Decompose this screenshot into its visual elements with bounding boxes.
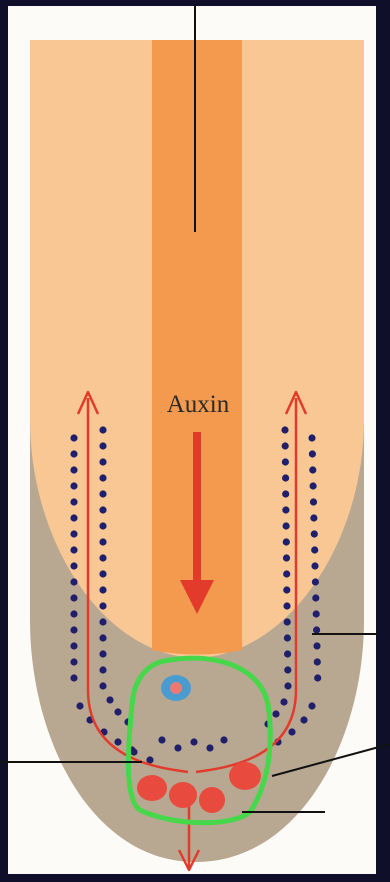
transporter-dot [314, 658, 321, 665]
transporter-dot [70, 482, 77, 489]
transporter-dot [70, 626, 77, 633]
transporter-dot [311, 530, 318, 537]
transporter-dot [130, 748, 137, 755]
transporter-dot [283, 522, 290, 529]
transporter-dot [282, 490, 289, 497]
transporter-dot [283, 586, 290, 593]
transporter-dot [174, 744, 181, 751]
transporter-dot [146, 756, 153, 763]
transporter-dot [311, 546, 318, 553]
transporter-dot [70, 594, 77, 601]
transporter-dot [70, 562, 77, 569]
transporter-dot [300, 716, 307, 723]
columella-cell [137, 775, 167, 801]
transporter-dot [99, 666, 106, 673]
transporter-dot [99, 570, 106, 577]
transporter-dot [281, 426, 288, 433]
transporter-dot [308, 702, 315, 709]
transporter-dot [70, 466, 77, 473]
transporter-dot [272, 710, 279, 717]
transporter-dot [70, 610, 77, 617]
transporter-dot [106, 696, 113, 703]
transporter-dot [313, 610, 320, 617]
transporter-dot [282, 442, 289, 449]
transporter-dot [114, 708, 121, 715]
transporter-dot [70, 434, 77, 441]
transporter-dot [158, 736, 165, 743]
transporter-dot [282, 474, 289, 481]
transporter-dot [76, 702, 83, 709]
columella-cell [199, 787, 225, 813]
transporter-dot [284, 682, 291, 689]
transporter-dot [283, 570, 290, 577]
transporter-dot [313, 642, 320, 649]
columella-cell [229, 762, 261, 790]
transporter-dot [70, 450, 77, 457]
transporter-dot [282, 458, 289, 465]
transporter-dot [314, 674, 321, 681]
transporter-dot [313, 626, 320, 633]
transporter-dot [99, 490, 106, 497]
transporter-dot [283, 602, 290, 609]
transporter-dot [190, 738, 197, 745]
transporter-dot [99, 682, 106, 689]
transporter-dot [99, 506, 106, 513]
transporter-dot [99, 618, 106, 625]
transporter-dot [309, 466, 316, 473]
transporter-dot [309, 450, 316, 457]
transporter-dot [220, 736, 227, 743]
transporter-dot [99, 458, 106, 465]
transporter-dot [312, 578, 319, 585]
transporter-dot [284, 666, 291, 673]
transporter-dot [280, 698, 287, 705]
transporter-dot [70, 514, 77, 521]
transporter-dot [283, 538, 290, 545]
stem-cell-nucleus [170, 682, 182, 694]
transporter-dot [99, 474, 106, 481]
transporter-dot [99, 634, 106, 641]
transporter-dot [284, 650, 291, 657]
transporter-dot [284, 634, 291, 641]
transporter-dot [310, 514, 317, 521]
transporter-dot [283, 554, 290, 561]
transporter-dot [70, 642, 77, 649]
transporter-dot [310, 498, 317, 505]
transporter-dot [284, 618, 291, 625]
transporter-dot [310, 482, 317, 489]
transporter-dot [70, 530, 77, 537]
columella-cell [169, 782, 197, 808]
transporter-dot [99, 522, 106, 529]
transporter-dot [99, 538, 106, 545]
transporter-dot [99, 426, 106, 433]
transporter-dot [311, 562, 318, 569]
transporter-dot [312, 594, 319, 601]
transporter-dot [99, 554, 106, 561]
transporter-dot [99, 442, 106, 449]
transporter-dot [308, 434, 315, 441]
transporter-dot [70, 498, 77, 505]
transporter-dot [282, 506, 289, 513]
transporter-dot [288, 728, 295, 735]
transporter-dot [99, 650, 106, 657]
transporter-dot [70, 578, 77, 585]
transporter-dot [206, 744, 213, 751]
auxin-label: Auxin [167, 391, 230, 418]
transporter-dot [99, 602, 106, 609]
transporter-dot [70, 658, 77, 665]
transporter-dot [114, 738, 121, 745]
transporter-dot [70, 674, 77, 681]
transporter-dot [70, 546, 77, 553]
transporter-dot [99, 586, 106, 593]
